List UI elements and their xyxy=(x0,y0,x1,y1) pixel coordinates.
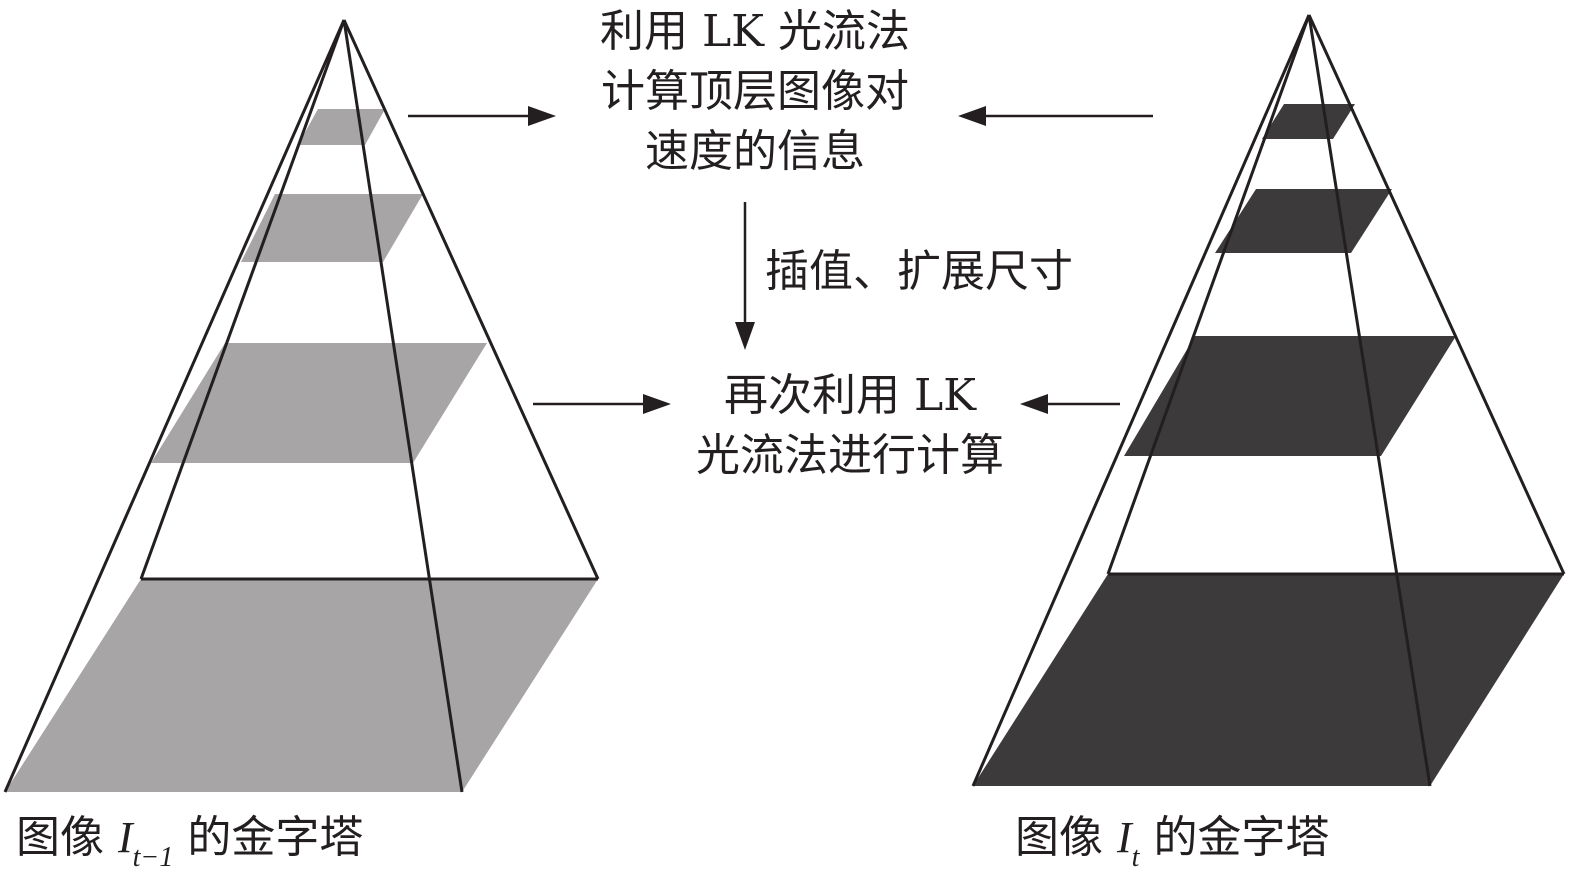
left-pyramid-edge xyxy=(342,19,464,793)
right-pyramid-edge xyxy=(971,14,1311,787)
right-caption-var: I xyxy=(1117,813,1132,862)
bottom-step-line-2: 光流法进行计算 xyxy=(696,430,1004,481)
arrow-left-bottom xyxy=(533,394,671,414)
bottom-step-line-1: 再次利用 LK xyxy=(723,370,977,421)
arrow-down-middle xyxy=(735,202,755,350)
left-pyramid xyxy=(3,19,600,793)
right-caption-suffix: 的金字塔 xyxy=(1153,812,1330,863)
left-pyramid-layer-3 xyxy=(151,343,487,463)
left-pyramid-edge xyxy=(342,19,600,580)
right-pyramid-layer-3 xyxy=(1124,336,1456,456)
right-pyramid-layer-2 xyxy=(1215,189,1392,253)
right-pyramid-layer-4 xyxy=(973,574,1564,786)
left-caption-var: I xyxy=(118,813,133,862)
left-caption-prefix: 图像 xyxy=(16,812,104,863)
right-pyramid-edge xyxy=(1307,14,1566,575)
right-caption-prefix: 图像 xyxy=(1015,812,1103,863)
left-pyramid-caption: 图像 It−1 的金字塔 xyxy=(16,810,363,886)
left-caption-suffix: 的金字塔 xyxy=(187,812,364,863)
interpolate-label: 插值、扩展尺寸 xyxy=(765,246,1073,297)
right-pyramid-edge xyxy=(1307,14,1432,787)
arrow-right-bottom xyxy=(1020,394,1120,414)
left-pyramid-layer-1 xyxy=(298,109,385,145)
top-step-text: 利用 LK 光流法 计算顶层图像对 速度的信息 xyxy=(550,2,960,182)
top-step-line-3: 速度的信息 xyxy=(645,126,865,177)
right-pyramid-caption: 图像 It 的金字塔 xyxy=(1015,810,1329,886)
right-caption-sub: t xyxy=(1131,842,1140,873)
right-pyramid-layer-1 xyxy=(1262,104,1355,139)
arrow-right-top xyxy=(958,106,1153,126)
right-pyramid xyxy=(971,14,1566,787)
right-pyramid-edge xyxy=(1106,14,1311,575)
bottom-step-text: 再次利用 LK 光流法进行计算 xyxy=(640,366,1060,486)
left-pyramid-layer-4 xyxy=(5,579,598,792)
top-step-line-2: 计算顶层图像对 xyxy=(601,66,909,117)
left-pyramid-edge xyxy=(139,19,346,580)
arrow-left-top xyxy=(408,106,556,126)
top-step-line-1: 利用 LK 光流法 xyxy=(599,6,911,57)
left-caption-sub: t−1 xyxy=(132,842,174,873)
left-pyramid-edge xyxy=(3,19,346,793)
